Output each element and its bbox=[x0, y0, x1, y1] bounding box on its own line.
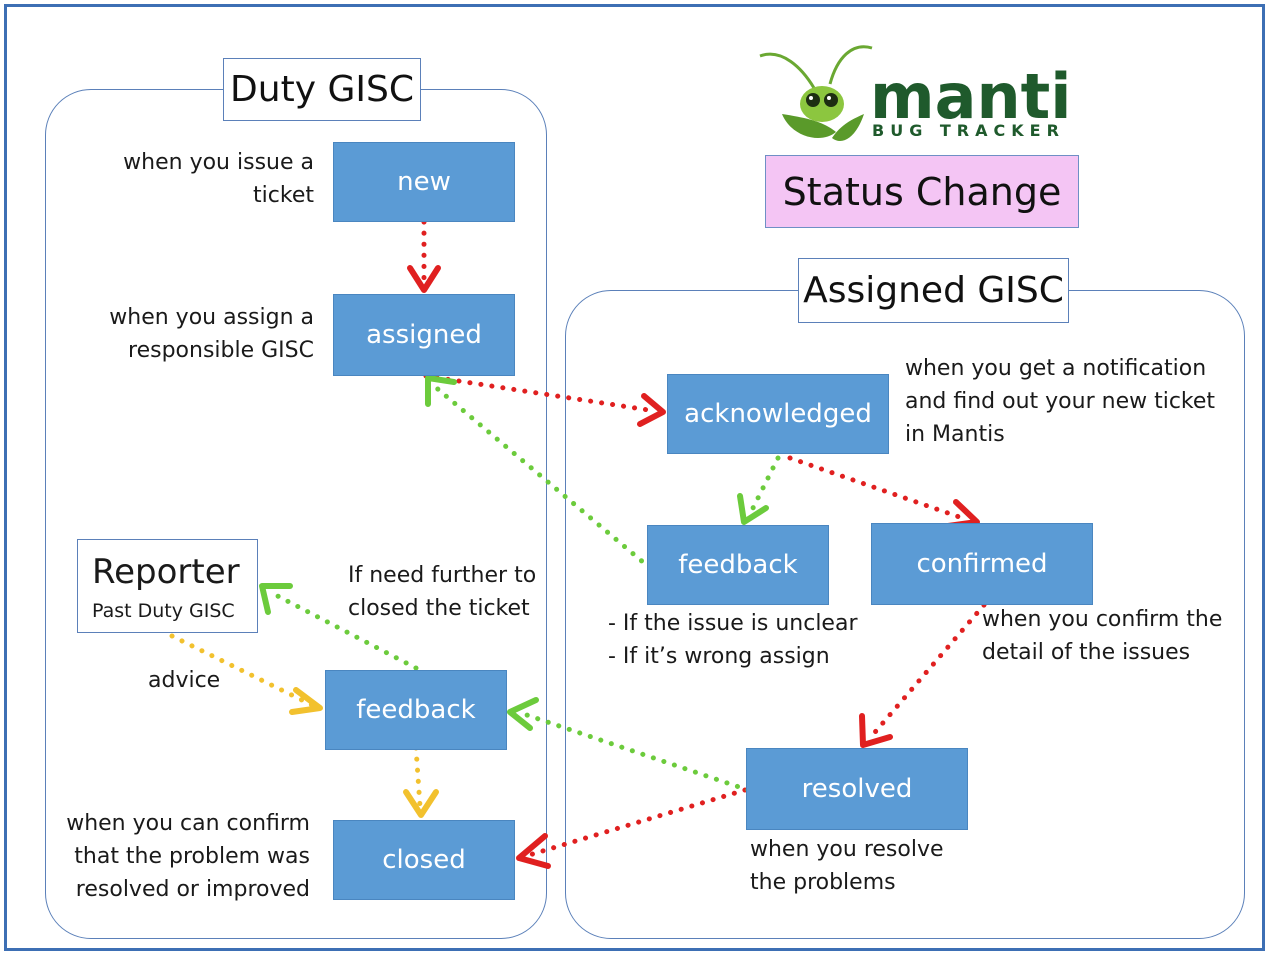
arrow-resolved-to-closed bbox=[523, 787, 748, 859]
status-acknowledged: acknowledged bbox=[667, 374, 889, 454]
status-change-title: Status Change bbox=[765, 155, 1079, 228]
note-new-line: when you issue a bbox=[123, 150, 314, 175]
note-feedback-duty-line: closed the ticket bbox=[348, 596, 530, 621]
arrowhead-resolved-to-closed bbox=[516, 833, 551, 869]
note-assigned: when you assign a responsible GISC bbox=[109, 301, 314, 367]
note-assigned-line: responsible GISC bbox=[128, 338, 314, 363]
arrow-acknowledged-to-confirmed bbox=[787, 455, 971, 523]
arrow-assigned-to-acknowledged bbox=[423, 373, 658, 414]
note-feedback-duty-line: If need further to bbox=[348, 563, 537, 588]
diagram-frame bbox=[4, 4, 1265, 951]
status-feedback-duty: feedback bbox=[325, 670, 507, 750]
arrow-feedback-to-closed bbox=[413, 745, 423, 809]
arrow-reporter-to-feedback bbox=[169, 633, 315, 708]
note-feedback-assigned: - If the issue is unclear - If it’s wron… bbox=[608, 607, 858, 673]
note-acknowledged-line: when you get a notification bbox=[905, 356, 1207, 381]
arrowhead-assigned-to-acknowledged bbox=[637, 393, 666, 427]
status-feedback-assigned: feedback bbox=[647, 525, 829, 605]
note-feedback-assigned-line: - If it’s wrong assign bbox=[608, 644, 830, 669]
note-closed-line: resolved or improved bbox=[75, 877, 310, 902]
note-advice: advice bbox=[148, 668, 221, 693]
note-confirmed: when you confirm the detail of the issue… bbox=[982, 603, 1222, 669]
note-feedback-assigned-line: - If the issue is unclear bbox=[608, 611, 858, 636]
arrowhead-new-to-assigned bbox=[407, 265, 441, 293]
note-confirmed-line: detail of the issues bbox=[982, 640, 1191, 665]
mantis-insect-icon bbox=[759, 45, 873, 141]
arrowhead-reporter-to-feedback bbox=[289, 687, 323, 715]
note-resolved: when you resolve the problems bbox=[750, 833, 944, 899]
note-acknowledged-line: and find out your new ticket bbox=[905, 389, 1216, 414]
status-resolved: resolved bbox=[746, 748, 968, 830]
arrow-confirmed-to-resolved bbox=[867, 602, 987, 741]
reporter-title: Reporter bbox=[92, 552, 240, 592]
arrow-acknowledged-to-feedback bbox=[747, 455, 781, 517]
mantis-logo: mantis BUG TRACKER bbox=[759, 45, 1072, 141]
note-closed-line: when you can confirm bbox=[66, 811, 310, 836]
arrowhead-acknowledged-to-feedback bbox=[737, 493, 769, 525]
note-new: when you issue a ticket bbox=[123, 146, 314, 212]
reporter-subtitle: Past Duty GISC bbox=[92, 600, 235, 622]
status-closed: closed bbox=[333, 820, 515, 900]
note-confirmed-line: when you confirm the bbox=[982, 607, 1223, 632]
note-resolved-line: when you resolve bbox=[750, 837, 944, 862]
arrowhead-feedback-to-reporter bbox=[259, 583, 293, 615]
status-assigned: assigned bbox=[333, 294, 515, 376]
mantis-wordmark: mantis bbox=[870, 60, 1072, 133]
status-new: new bbox=[333, 142, 515, 222]
arrowhead-feedback-to-assigned bbox=[425, 375, 457, 407]
arrowhead-feedback-to-closed bbox=[403, 789, 439, 818]
note-feedback-duty: If need further to closed the ticket bbox=[348, 559, 536, 625]
note-closed: when you can confirm that the problem wa… bbox=[66, 807, 310, 906]
note-closed-line: that the problem was bbox=[74, 844, 310, 869]
note-acknowledged-line: in Mantis bbox=[905, 422, 1005, 447]
note-new-line: ticket bbox=[253, 183, 314, 208]
duty-gisc-label: Duty GISC bbox=[223, 58, 421, 121]
note-acknowledged: when you get a notification and find out… bbox=[905, 352, 1215, 451]
note-assigned-line: when you assign a bbox=[109, 305, 314, 330]
mantis-tagline: BUG TRACKER bbox=[872, 121, 1065, 140]
note-resolved-line: the problems bbox=[750, 870, 896, 895]
assigned-gisc-label: Assigned GISC bbox=[798, 258, 1069, 323]
arrowhead-confirmed-to-resolved bbox=[859, 713, 893, 748]
arrow-feedback-to-assigned bbox=[430, 382, 653, 571]
arrowhead-resolved-to-feedback-duty bbox=[507, 697, 539, 731]
status-confirmed: confirmed bbox=[871, 523, 1093, 605]
arrow-resolved-to-feedback-duty bbox=[515, 709, 751, 793]
reporter-box: Reporter Past Duty GISC bbox=[77, 539, 258, 633]
